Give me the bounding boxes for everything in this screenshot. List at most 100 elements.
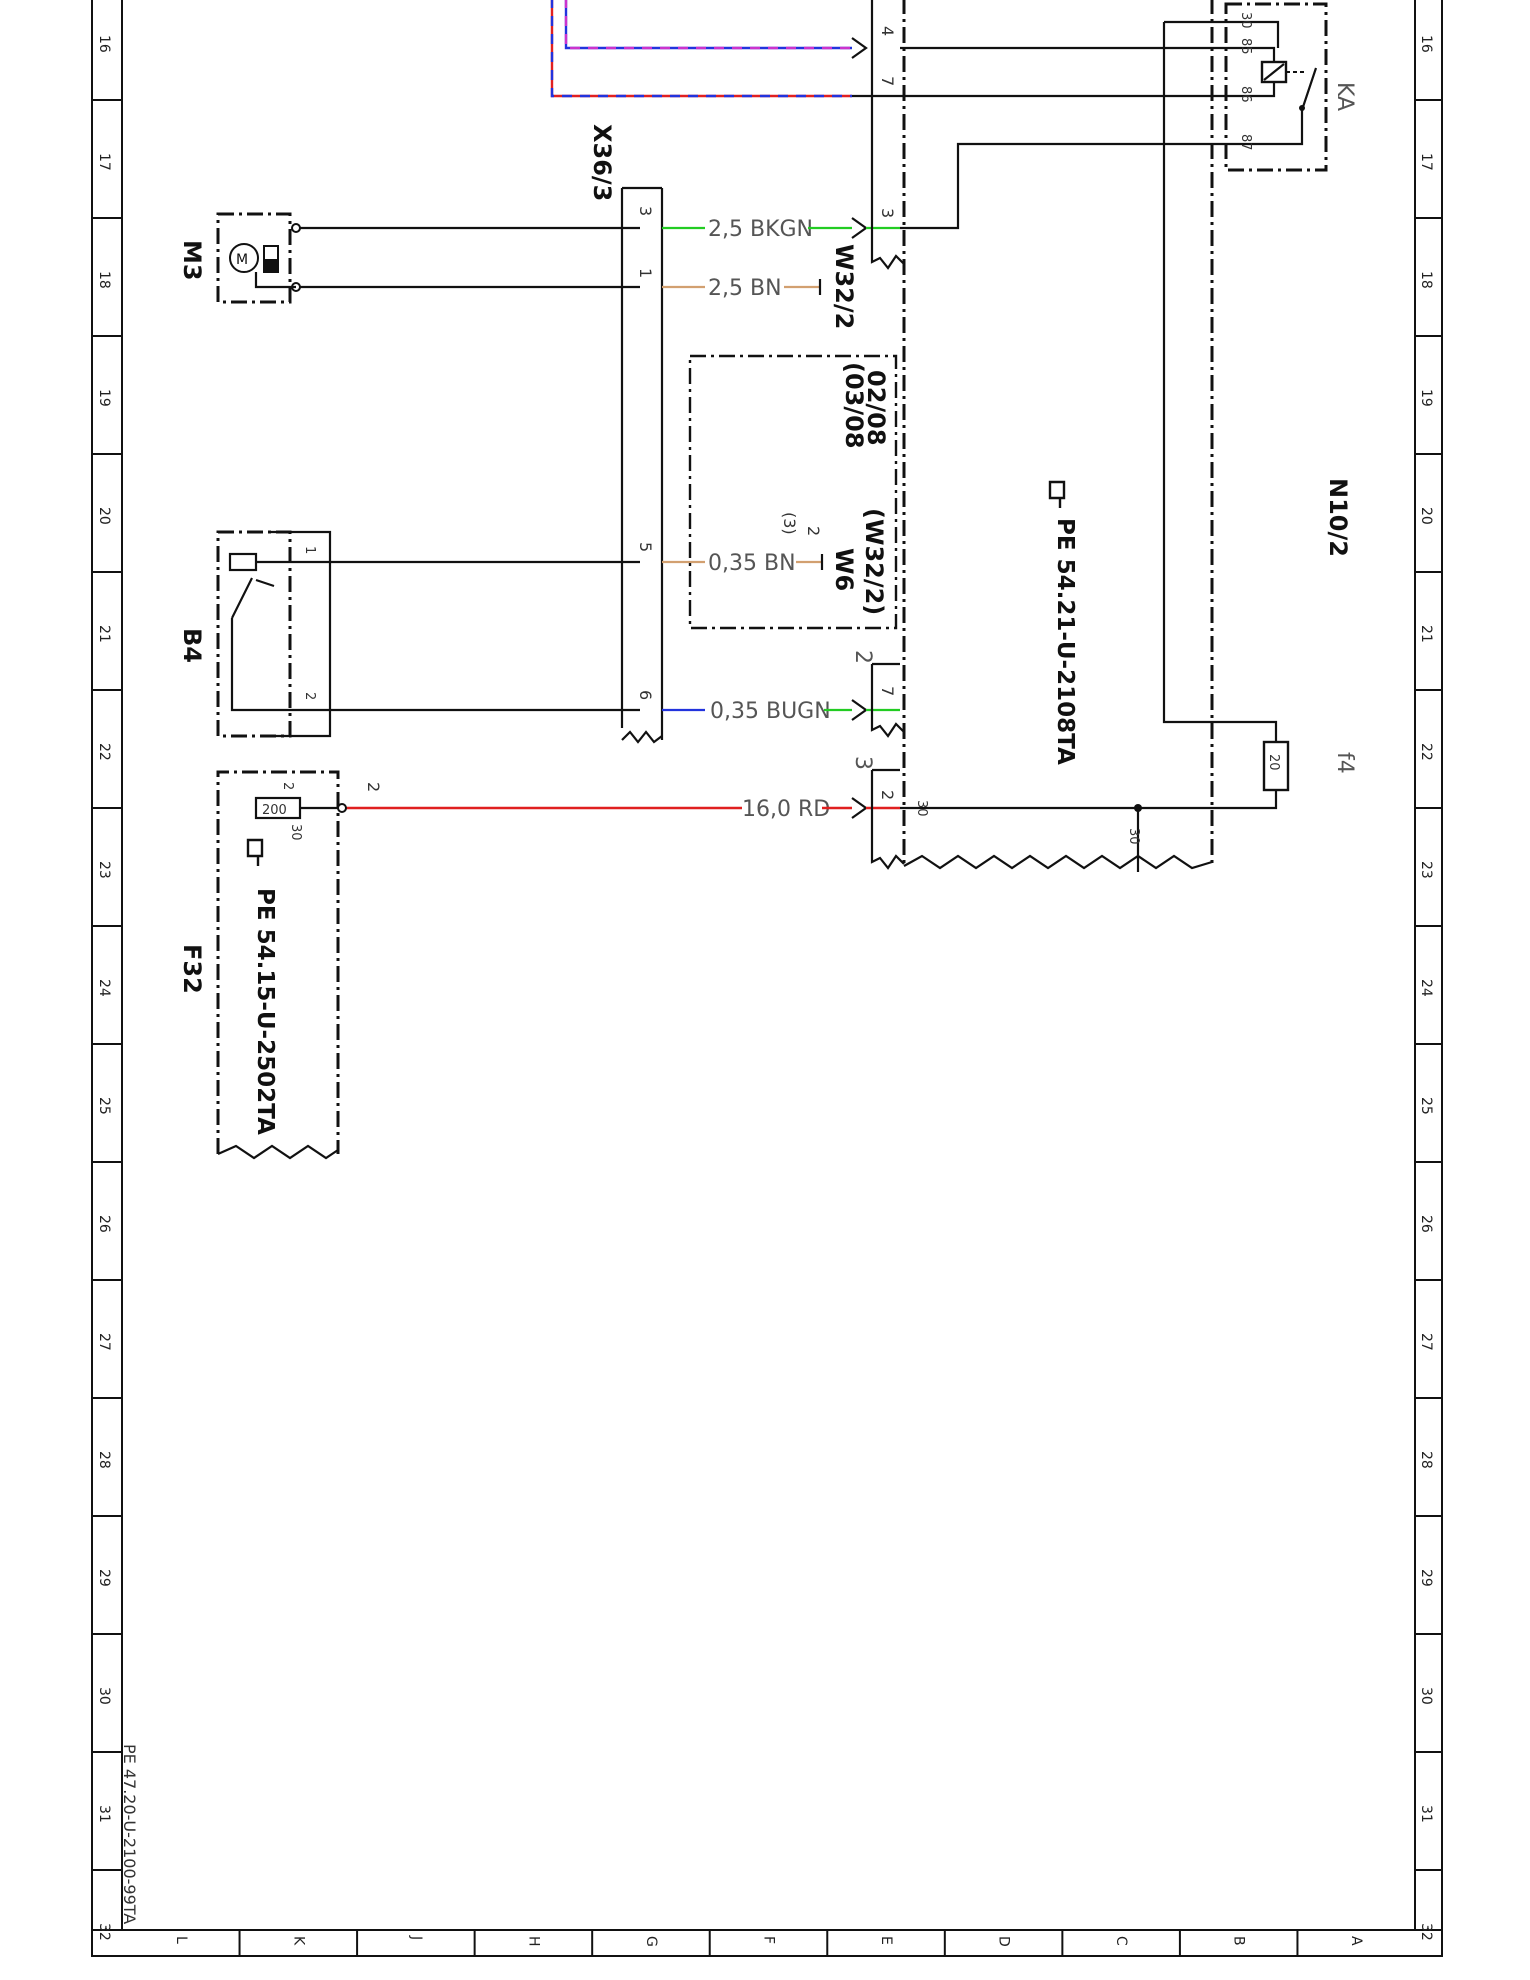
row-number-right: 31	[1418, 1805, 1434, 1823]
n10-2-module: 4 7 3 7 2 2 3 N10/2 PE 54.21-U-2108TA 30…	[850, 0, 1357, 872]
row-number-right: 20	[1418, 507, 1434, 525]
w32-2-label: W32/2	[830, 244, 858, 329]
row-number-right: 28	[1418, 1451, 1434, 1469]
row-number-left: 25	[96, 1097, 112, 1115]
f32-reference: PE 54.15-U-2502TA	[252, 888, 278, 1135]
x36-3-pin-1: 1	[636, 268, 655, 278]
row-number-left: 32	[96, 1923, 112, 1941]
row-number-left: 31	[96, 1805, 112, 1823]
n10-2-pin-2: 2	[878, 790, 897, 800]
m3-label: M3	[178, 240, 206, 281]
f32-pin-30: 30	[288, 824, 303, 841]
row-number-right: 30	[1418, 1687, 1434, 1705]
row-number-left: 30	[96, 1687, 112, 1705]
column-letter: B	[1231, 1936, 1247, 1946]
row-number-left: 19	[96, 389, 112, 407]
wire-label-rd: 16,0 RD	[742, 797, 830, 822]
row-number-right: 23	[1418, 861, 1434, 879]
m3-component: M M3	[178, 212, 292, 304]
f32-label: F32	[178, 944, 206, 994]
date-range-start: 02/08	[862, 370, 890, 446]
wire-label-bkgn: 2,5 BKGN	[708, 217, 813, 242]
column-letter: D	[996, 1936, 1012, 1947]
w32-2-paren-label: (W32/2)	[860, 508, 888, 615]
row-number-right: 32	[1418, 1923, 1434, 1941]
f4-fuse-rating: 20	[1266, 754, 1281, 771]
n10-2-label: N10/2	[1324, 478, 1352, 557]
relay-pin-86: 86	[1238, 86, 1253, 103]
relay-pin-30: 30	[1238, 12, 1253, 29]
pointing-hand-icon	[1048, 480, 1066, 508]
wire-label-bn-25: 2,5 BN	[708, 276, 782, 301]
column-letter: L	[173, 1936, 189, 1944]
f32-out-label: 2	[364, 782, 383, 792]
column-letter: G	[643, 1936, 659, 1947]
f32-pin-2: 2	[280, 782, 295, 790]
outer-frame	[91, 0, 1443, 1957]
row-number-right: 21	[1418, 625, 1434, 643]
row-number-left: 29	[96, 1569, 112, 1587]
row-number-left: 23	[96, 861, 112, 879]
w6-paren-label: (3)	[780, 512, 799, 535]
sheet-id: PE 47.20-U-2100-99TA	[120, 1744, 139, 1924]
w6-bracket: 02/08 (03/08 (W32/2) W6 2 (3)	[688, 354, 898, 630]
row-number-right: 27	[1418, 1333, 1434, 1351]
row-number-left: 28	[96, 1451, 112, 1469]
row-number-left: 27	[96, 1333, 112, 1351]
row-number-left: 26	[96, 1215, 112, 1233]
row-number-left: 17	[96, 153, 112, 171]
row-number-right: 17	[1418, 153, 1434, 171]
b4-component: 1 2 B4	[178, 530, 640, 738]
date-range-end: (03/08	[840, 362, 868, 449]
n10-2-pin-7: 7	[878, 76, 897, 86]
wire-label-bn-035: 0,35 BN	[708, 551, 796, 576]
svg-text:M: M	[236, 252, 248, 268]
x36-3-label: X36/3	[588, 124, 616, 201]
n10-2-pin-7-bottom: 7	[878, 686, 897, 696]
x36-3-pin-6: 6	[636, 690, 655, 700]
column-letter: J	[408, 1935, 424, 1940]
row-number-right: 25	[1418, 1097, 1434, 1115]
relay-icon	[1222, 2, 1328, 172]
column-letter: K	[290, 1936, 306, 1946]
w6-label: W6	[830, 548, 858, 591]
x36-3-pin-3: 3	[636, 206, 655, 216]
motor-icon: M	[229, 243, 279, 273]
x36-3-connector: X36/3 3 1 5 6	[588, 124, 664, 744]
f4-label: f4	[1332, 752, 1357, 774]
row-number-left: 16	[96, 35, 112, 53]
bus-30-label: 30	[1126, 828, 1141, 845]
b4-pin-2: 2	[302, 692, 317, 700]
row-number-right: 24	[1418, 979, 1434, 997]
column-letter: E	[878, 1936, 894, 1945]
row-number-left: 20	[96, 507, 112, 525]
column-letter: A	[1348, 1936, 1364, 1946]
row-number-right: 16	[1418, 35, 1434, 53]
row-number-left: 24	[96, 979, 112, 997]
row-number-right: 26	[1418, 1215, 1434, 1233]
column-letter: H	[525, 1936, 541, 1947]
n10-2-pin-30: 30	[914, 800, 929, 817]
b4-pin-1: 1	[302, 546, 317, 554]
n10-2-label-3: 3	[850, 756, 875, 770]
column-letter: C	[1113, 1936, 1129, 1946]
row-number-right: 29	[1418, 1569, 1434, 1587]
row-number-right: 22	[1418, 743, 1434, 761]
relay-pin-87: 87	[1238, 134, 1253, 151]
n10-2-reference: PE 54.21-U-2108TA	[1052, 518, 1078, 765]
n10-2-pin-3: 3	[878, 208, 897, 218]
x36-3-pin-5: 5	[636, 542, 655, 552]
wire-label-bugn: 0,35 BUGN	[710, 699, 831, 724]
pointing-hand-icon	[246, 838, 264, 866]
row-number-left: 22	[96, 743, 112, 761]
switch-icon	[228, 552, 296, 712]
row-number-left: 18	[96, 271, 112, 289]
ka-label: KA	[1332, 82, 1357, 111]
n10-2-pin-4: 4	[878, 26, 897, 36]
f32-fuse-rating: 200	[262, 803, 287, 818]
w6-pin-label: 2	[804, 526, 823, 536]
f32-component: 200 2 30 PE 54.15-U-2502TA F32	[178, 770, 347, 1160]
